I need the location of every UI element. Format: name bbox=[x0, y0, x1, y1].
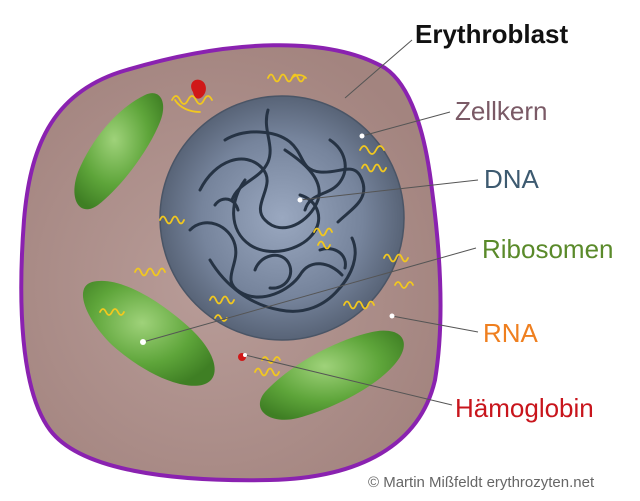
label-nucleus: Zellkern bbox=[455, 96, 548, 126]
nucleus bbox=[159, 95, 405, 341]
leader-points bbox=[140, 133, 395, 357]
hemoglobin-dot-top bbox=[191, 79, 206, 99]
rna-strands bbox=[99, 73, 414, 377]
label-hemoglobin: Hämoglobin bbox=[455, 393, 594, 423]
copyright-text: © Martin Mißfeldt erythrozyten.net bbox=[368, 474, 595, 491]
organelle-bottom-left bbox=[82, 280, 215, 386]
organelle-bottom-right bbox=[259, 330, 404, 420]
label-rna: RNA bbox=[483, 318, 538, 348]
diagram-title: Erythroblast bbox=[415, 19, 569, 49]
label-ribosomes: Ribosomen bbox=[482, 234, 614, 264]
leader-lines bbox=[142, 39, 479, 406]
organelle-top-left bbox=[74, 93, 164, 210]
label-dna: DNA bbox=[484, 164, 539, 194]
